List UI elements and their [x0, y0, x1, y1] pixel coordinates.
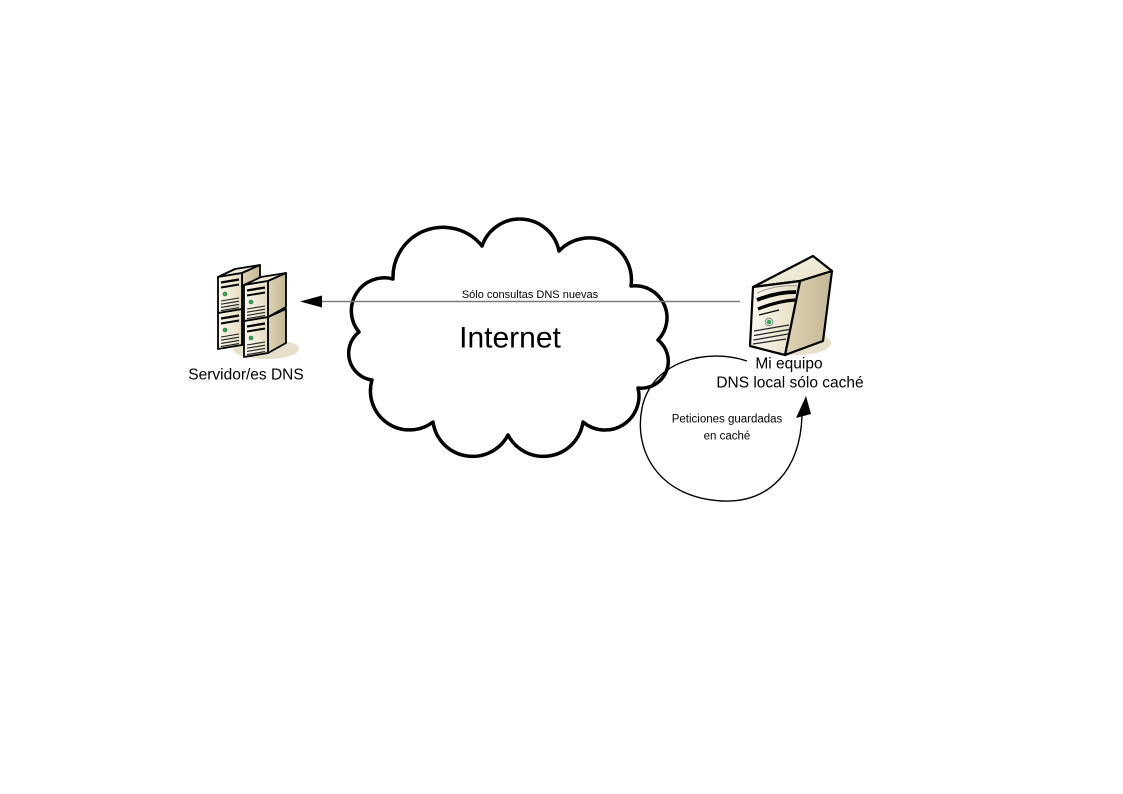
cache-loop-arrow	[639, 355, 811, 502]
computer-tower-icon	[748, 254, 834, 357]
computer-label-line2: DNS local sólo caché	[716, 374, 864, 392]
query-arrow-label: Sólo consultas DNS nuevas	[461, 288, 599, 301]
internet-cloud-label: Internet	[459, 321, 561, 355]
cache-loop-label-line2: en caché	[703, 430, 751, 443]
up-arrowhead-icon	[796, 396, 811, 418]
dns-servers-icon	[216, 263, 299, 359]
internet-cloud	[346, 217, 671, 459]
dns-servers-label: Servidor/es DNS	[188, 366, 304, 384]
computer-label-line1: Mi equipo	[755, 355, 823, 373]
cache-loop-label-line1: Peticiones guardadas	[671, 413, 783, 426]
dns-query-arrow	[300, 295, 740, 308]
left-arrowhead-icon	[300, 295, 322, 308]
